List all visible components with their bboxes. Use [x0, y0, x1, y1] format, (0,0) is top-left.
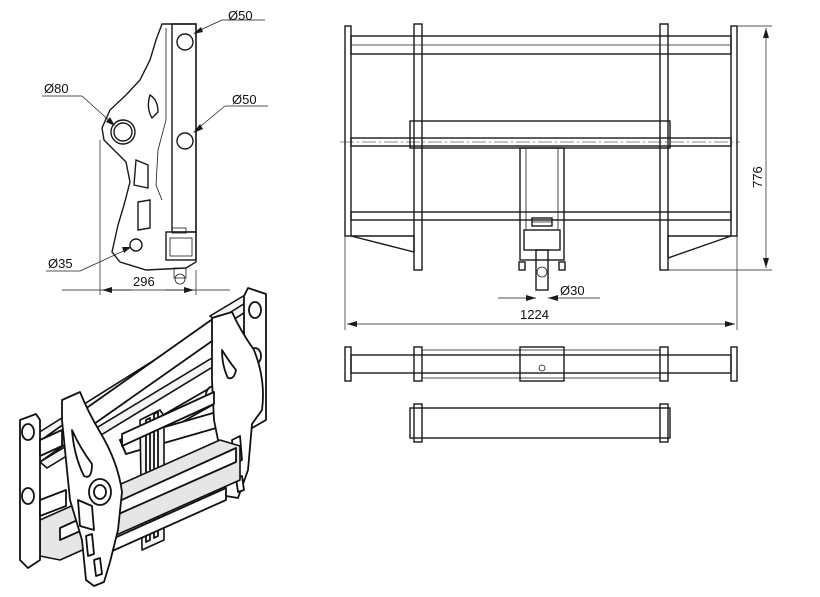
- label-side-hole-mid: Ø50: [232, 92, 257, 107]
- side-pin-block: [173, 267, 187, 279]
- front-endplate-right: [730, 25, 738, 237]
- label-side-hole-bottom: Ø35: [48, 256, 73, 271]
- label-side-hole-top: Ø50: [228, 8, 253, 23]
- side-hole-pin-outer: [110, 119, 136, 145]
- side-slot-3: [137, 199, 151, 231]
- side-bracket-inner: [169, 237, 193, 257]
- side-slot-2: [133, 158, 149, 189]
- front-pin-tube: [409, 120, 671, 149]
- front-low-bar: [350, 211, 732, 221]
- side-view: Ø50 Ø50 Ø80 Ø35 296: [42, 8, 268, 295]
- front-vplate-left: [413, 23, 423, 271]
- top-view: [344, 346, 738, 443]
- label-front-width: 1224: [520, 307, 549, 322]
- side-post: [171, 23, 197, 233]
- top-pin-tube: [409, 407, 671, 439]
- label-side-width: 296: [133, 274, 155, 289]
- side-hole-mid: [176, 132, 194, 150]
- front-chamfer-left: [350, 235, 415, 253]
- side-hole-bottom: [129, 238, 143, 252]
- label-front-height: 776: [750, 166, 765, 188]
- label-front-pin: Ø30: [560, 283, 585, 298]
- side-hole-top: [176, 33, 194, 51]
- front-view: Ø30 1224 776: [340, 23, 772, 330]
- isometric-view: [19, 287, 267, 587]
- front-center-mount: [519, 147, 565, 261]
- front-endplate-left: [344, 25, 352, 237]
- side-bracket: [165, 231, 197, 261]
- side-plate-inner: [155, 28, 167, 201]
- side-hole-pin-inner: [113, 122, 133, 142]
- top-bar: [350, 354, 732, 374]
- top-center-mount: [519, 346, 565, 382]
- side-pin-head: [174, 273, 186, 285]
- front-vplate-right: [659, 23, 669, 271]
- front-lock-block: [523, 229, 561, 251]
- side-bracket-tab: [171, 227, 187, 234]
- front-lock-pin: [535, 249, 549, 291]
- front-chamfer-right: [667, 235, 732, 259]
- label-side-hole-pin: Ø80: [44, 81, 69, 96]
- side-slot-1: [147, 93, 159, 120]
